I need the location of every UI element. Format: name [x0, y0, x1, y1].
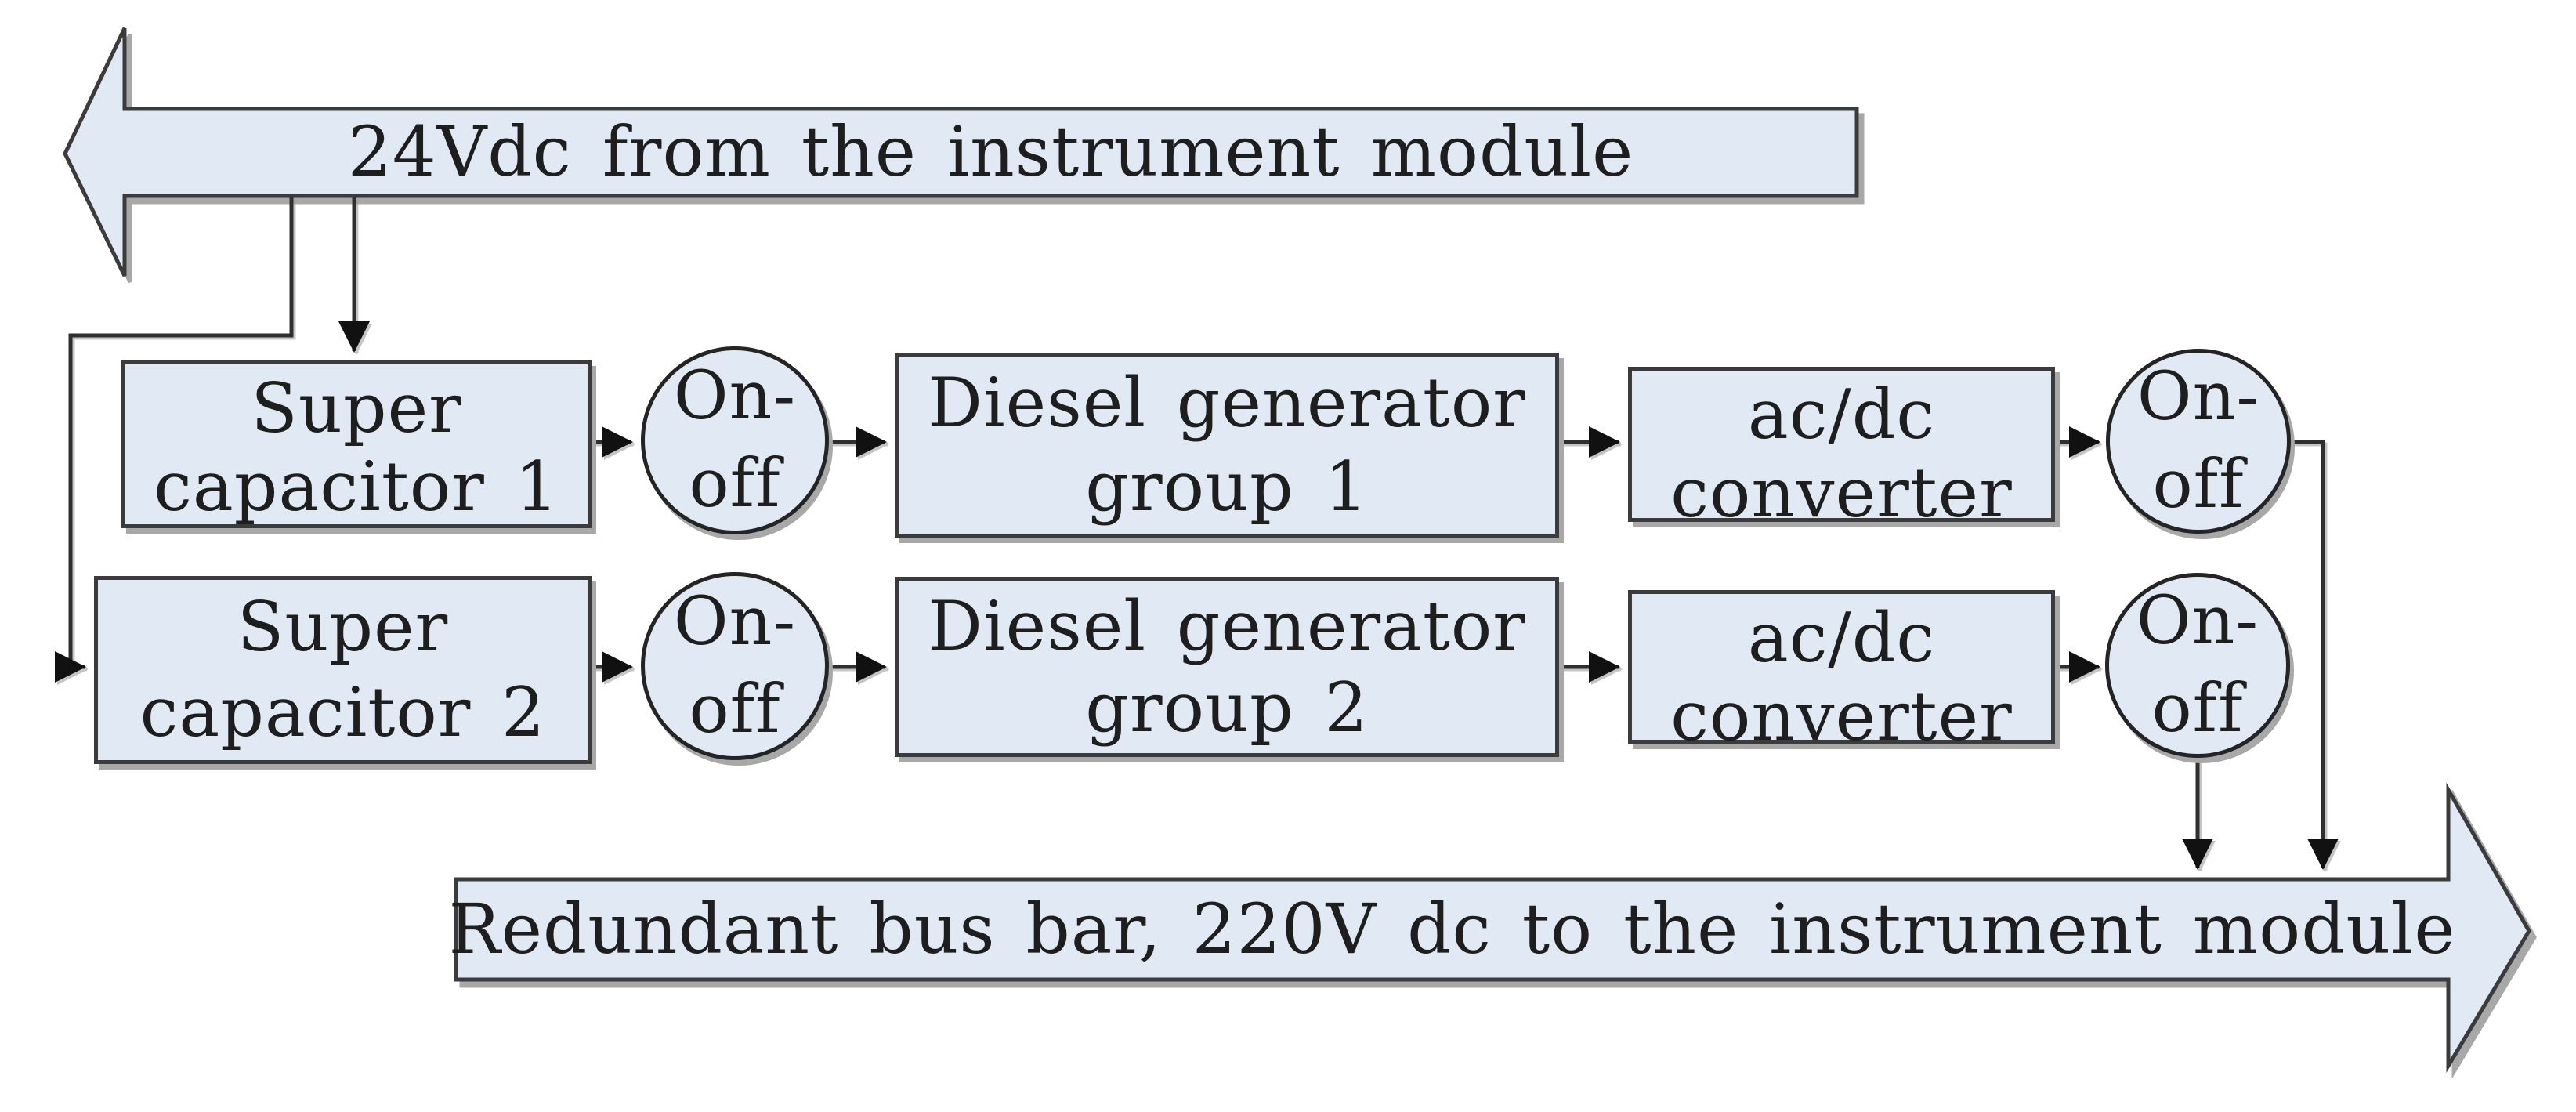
- box-label-line1: Diesel generator: [928, 585, 1526, 666]
- on-off-switch-1-circle: On- off: [641, 346, 829, 534]
- diesel-generator-group-2-box: Diesel generator group 2: [895, 577, 1559, 757]
- switch-label-line2: off: [2152, 446, 2245, 523]
- on-off-switch-3-circle: On- off: [641, 572, 829, 760]
- box-label-line1: Super: [237, 587, 449, 668]
- top-24vdc-bus-arrow-shape: [63, 27, 1859, 277]
- bottom-bus-label: Redundant bus bar, 220V dc to the instru…: [448, 888, 2456, 969]
- switch-label-line1: On-: [2136, 581, 2259, 660]
- on-off-switch-4-circle: On- off: [2105, 573, 2290, 758]
- acdc-converter-2-box: ac/dc converter: [1628, 590, 2055, 755]
- on-off-switch-2-circle: On- off: [2106, 349, 2291, 534]
- acdc-converter-1-box: ac/dc converter: [1628, 367, 2055, 532]
- box-label-line1: Super: [251, 368, 462, 448]
- box-label-line2: group 1: [1085, 447, 1369, 527]
- box-label-line1: ac/dc: [1747, 375, 1936, 455]
- super-capacitor-2-box: Super capacitor 2: [94, 576, 592, 764]
- box-label-line1: Diesel generator: [928, 363, 1526, 444]
- switch-label-line2: off: [2151, 670, 2244, 748]
- box-label-line2: converter: [1670, 676, 2013, 757]
- connector-lines: [55, 197, 2339, 870]
- diesel-generator-group-1-box: Diesel generator group 1: [895, 353, 1559, 538]
- switch-label-line1: On-: [673, 357, 797, 435]
- bottom-redundant-bus-arrow-shape: [454, 782, 2531, 1074]
- box-label-line2: capacitor 2: [139, 672, 546, 753]
- box-label-line1: ac/dc: [1747, 598, 1936, 678]
- conn-topbus-to-capacitor2: [55, 197, 294, 683]
- super-capacitor-1-box: Super capacitor 1: [121, 360, 592, 528]
- top-bus-label: 24Vdc from the instrument module: [347, 111, 1634, 193]
- box-label-line2: converter: [1670, 453, 2013, 534]
- conn-switch-out1-to-bottombus: [2291, 440, 2339, 870]
- box-label-line2: group 2: [1085, 667, 1369, 748]
- switch-label-line2: off: [689, 445, 781, 523]
- box-label-line2: capacitor 1: [154, 447, 559, 527]
- switch-label-line1: On-: [2136, 357, 2260, 436]
- switch-label-line1: On-: [673, 582, 797, 661]
- switch-label-line2: off: [689, 671, 781, 748]
